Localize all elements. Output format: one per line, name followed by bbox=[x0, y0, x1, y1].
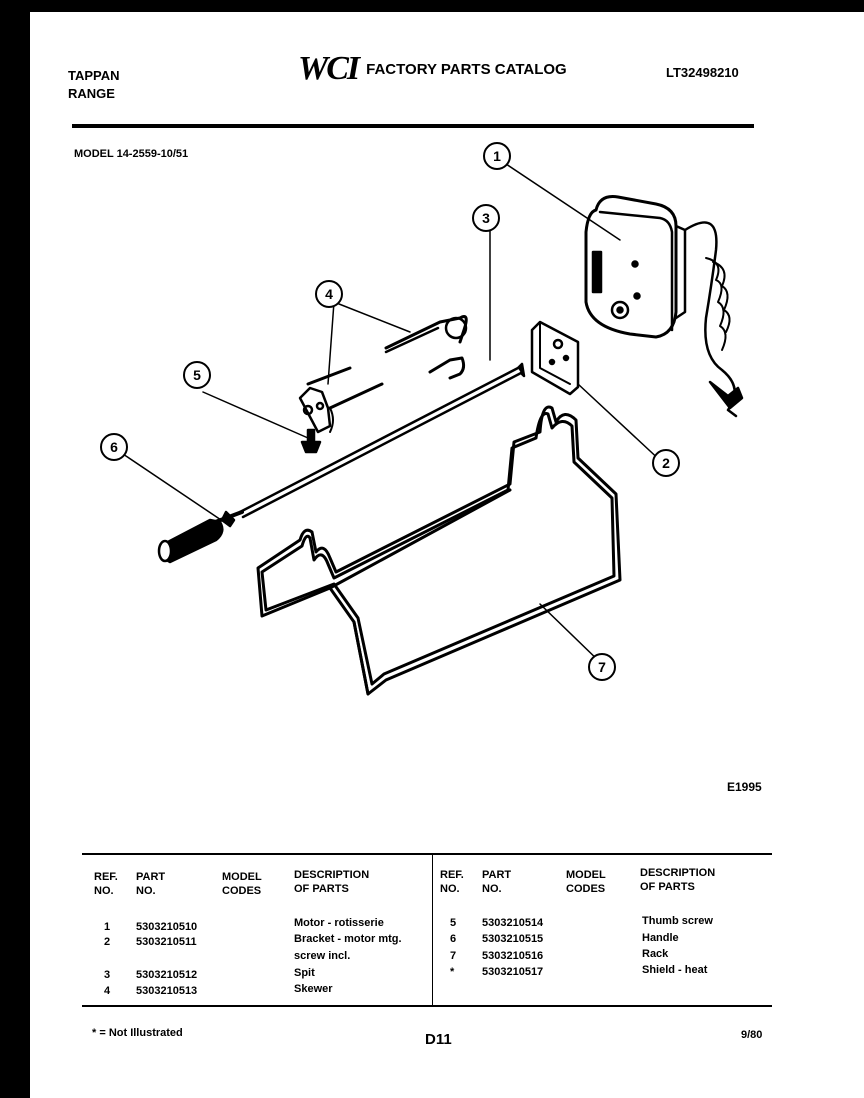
product-type: RANGE bbox=[68, 86, 115, 101]
row-ref: 1 bbox=[104, 921, 111, 933]
row-part-number: 5303210513 bbox=[136, 985, 198, 997]
catalog-number: LT32498210 bbox=[666, 65, 739, 80]
row-description: Shield - heat bbox=[642, 964, 708, 976]
row-ref: 3 bbox=[104, 969, 111, 981]
table-divider bbox=[432, 855, 433, 1005]
table-top-rule bbox=[82, 853, 772, 855]
callout-3-label: 3 bbox=[482, 210, 490, 226]
not-illustrated-note: * = Not Illustrated bbox=[92, 1027, 183, 1039]
brand-block: TAPPAN RANGE bbox=[68, 67, 120, 103]
leader-lines bbox=[119, 161, 665, 667]
callout-2-circle bbox=[652, 449, 680, 477]
rotisserie-motor-drawing bbox=[584, 195, 744, 418]
callout-5-circle bbox=[183, 361, 211, 389]
row-part-number: 5303210517 bbox=[482, 966, 544, 978]
motor-bracket-drawing bbox=[530, 320, 580, 396]
handle-drawing bbox=[157, 510, 244, 564]
row-part-number: 5303210515 bbox=[482, 933, 544, 945]
row-description: Rack bbox=[642, 948, 669, 960]
callout-4-label: 4 bbox=[325, 286, 333, 302]
row-part-number: 5303210510 bbox=[136, 921, 198, 933]
row-description: Thumb screw bbox=[642, 915, 713, 927]
catalog-date: 9/80 bbox=[741, 1029, 763, 1041]
callout-7-circle bbox=[588, 653, 616, 681]
catalog-page: TAPPAN RANGE WCI FACTORY PARTS CATALOG L… bbox=[30, 12, 864, 1098]
catalog-title: FACTORY PARTS CATALOG bbox=[366, 60, 567, 78]
row-part-number: 5303210511 bbox=[136, 936, 197, 948]
row-ref: * bbox=[450, 966, 455, 978]
wci-logo: WCI bbox=[298, 50, 360, 87]
row-part-number: 5303210512 bbox=[136, 969, 198, 981]
row-description: Handle bbox=[642, 932, 679, 944]
spit-rod-drawing bbox=[238, 362, 526, 519]
callout-5-label: 5 bbox=[193, 367, 201, 383]
exploded-parts-diagram: 1 2 3 4 5 6 7 bbox=[100, 142, 744, 696]
callout-3-circle bbox=[472, 204, 500, 232]
row-description: Spit bbox=[294, 967, 315, 979]
header-rule bbox=[72, 124, 754, 128]
header-ref-left: REF.NO. bbox=[94, 871, 118, 897]
page-number: D11 bbox=[425, 1031, 452, 1048]
row-ref: 5 bbox=[450, 917, 457, 929]
catalog-title-block: WCI FACTORY PARTS CATALOG bbox=[298, 52, 567, 86]
model-number: MODEL 14-2559-10/51 bbox=[74, 148, 189, 160]
callout-1-label: 1 bbox=[493, 148, 501, 164]
row-part-number: 5303210516 bbox=[482, 950, 544, 962]
illustration-code: E1995 bbox=[727, 780, 762, 794]
row-ref: 4 bbox=[104, 985, 111, 997]
row-ref: 7 bbox=[450, 950, 457, 962]
thumb-screw-drawing bbox=[300, 428, 322, 454]
header-ref-right: REF.NO. bbox=[440, 869, 464, 895]
callout-1-circle bbox=[483, 142, 511, 170]
row-ref: 6 bbox=[450, 933, 457, 945]
row-description: Skewer bbox=[294, 983, 333, 995]
callout-4-circle bbox=[315, 280, 343, 308]
callout-6-circle bbox=[100, 433, 128, 461]
callout-6-label: 6 bbox=[110, 439, 118, 455]
callout-2-label: 2 bbox=[662, 455, 670, 471]
callout-7-label: 7 bbox=[598, 659, 606, 675]
row-description: screw incl. bbox=[294, 950, 351, 962]
row-description: Motor - rotisserie bbox=[294, 917, 384, 929]
rack-drawing bbox=[256, 405, 622, 696]
row-ref: 2 bbox=[104, 936, 111, 948]
row-description: Bracket - motor mtg. bbox=[294, 933, 402, 945]
brand-name: TAPPAN bbox=[68, 68, 120, 83]
row-part-number: 5303210514 bbox=[482, 917, 544, 929]
table-bottom-rule bbox=[82, 1005, 772, 1007]
